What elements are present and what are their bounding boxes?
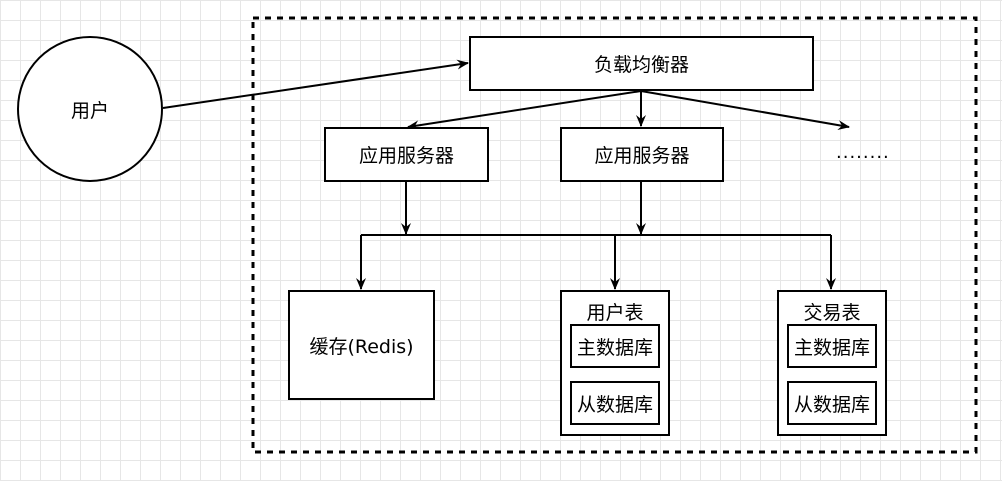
- master-db-label: 主数据库: [793, 336, 870, 359]
- master-db-label: 主数据库: [576, 336, 653, 359]
- trade-table-master-db: 主数据库: [787, 324, 877, 368]
- user-table-slave-db: 从数据库: [570, 381, 660, 425]
- user-table-master-db: 主数据库: [570, 324, 660, 368]
- edge-user-to-balancer: [162, 59, 469, 109]
- edge-balancer-to-more: [640, 90, 850, 131]
- trade-table-title: 交易表: [803, 302, 861, 324]
- slave-db-label: 从数据库: [793, 393, 870, 416]
- user-label: 用户: [70, 99, 109, 122]
- system-boundary: [251, 16, 978, 454]
- load-balancer-node: 负载均衡器: [469, 36, 814, 91]
- trade-table-slave-db: 从数据库: [787, 381, 877, 425]
- edge-balancer-to-server-1: [407, 90, 642, 131]
- app-server-node-2: 应用服务器: [560, 127, 724, 182]
- slave-db-label: 从数据库: [576, 393, 653, 416]
- trade-table-group: 交易表 主数据库 从数据库: [777, 290, 887, 436]
- app-server-label: 应用服务器: [594, 145, 690, 167]
- load-balancer-label: 负载均衡器: [593, 54, 689, 76]
- app-server-label: 应用服务器: [358, 145, 454, 167]
- user-table-group: 用户表 主数据库 从数据库: [560, 290, 670, 436]
- user-table-title: 用户表: [586, 302, 644, 324]
- cache-node: 缓存(Redis): [288, 290, 435, 400]
- app-server-node-1: 应用服务器: [324, 127, 489, 182]
- user-node: 用户: [17, 36, 163, 182]
- cache-label: 缓存(Redis): [309, 335, 414, 358]
- more-servers-ellipsis: ........: [836, 142, 890, 163]
